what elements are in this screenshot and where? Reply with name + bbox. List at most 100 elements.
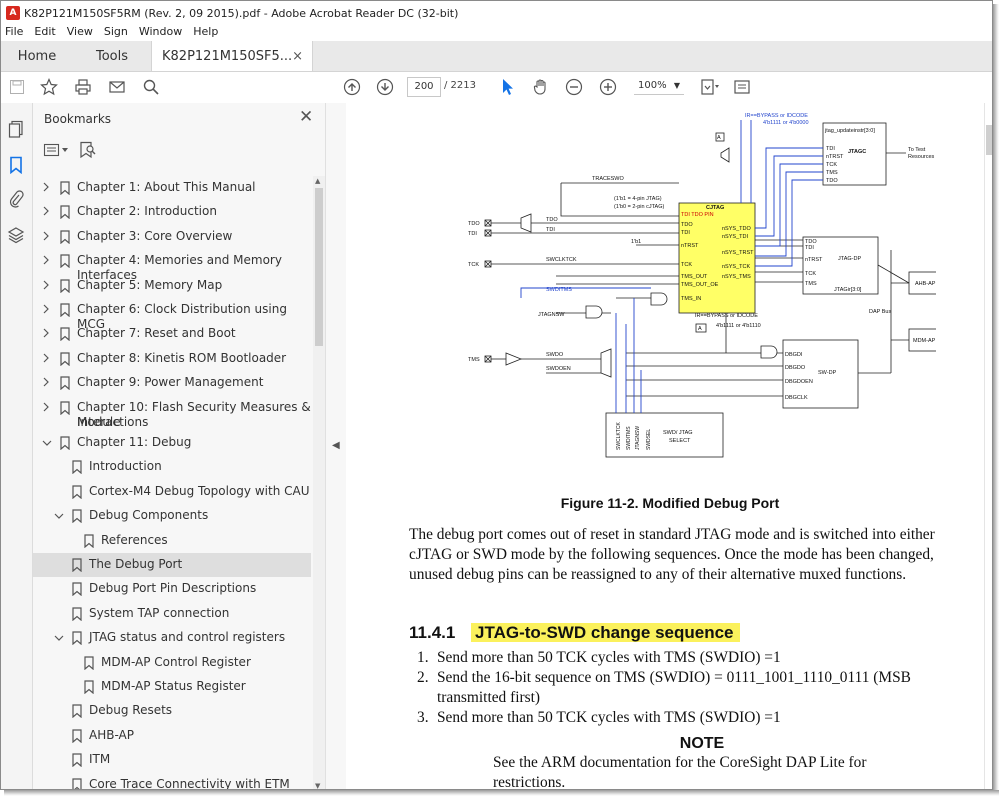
chevron-right-icon[interactable] [42,206,52,216]
bookmark-item[interactable]: Chapter 10: Flash Security Measures & Mo… [33,396,311,431]
collapse-panel-icon[interactable]: ◀ [332,440,340,451]
zoom-out-icon[interactable] [563,76,585,98]
bookmark-item[interactable]: System TAP connection [33,602,311,626]
attachments-icon[interactable] [6,189,26,209]
document-scrollbar[interactable] [984,103,992,789]
bookmark-item[interactable]: Chapter 2: Introduction [33,200,311,224]
hand-tool-icon[interactable] [530,76,552,98]
bookmark-label: Chapter 9: Power Management [77,375,264,390]
close-panel-icon[interactable]: ✕ [299,107,314,127]
bookmark-item[interactable]: Chapter 6: Clock Distribution using MCG [33,298,311,331]
bookmark-item[interactable]: Chapter 5: Memory Map [33,274,311,298]
bookmark-item[interactable]: Debug Components [33,504,311,528]
find-bookmark-icon[interactable] [79,141,97,163]
menu-sign[interactable]: Sign [103,25,128,38]
bookmark-icon [72,485,82,500]
figure-caption: Figure 11-2. Modified Debug Port [560,495,780,511]
print-icon[interactable] [72,76,94,98]
chevron-down-icon[interactable] [42,437,52,447]
layers-icon[interactable] [6,225,26,245]
chevron-right-icon[interactable] [42,353,52,363]
select-cursor-icon[interactable] [496,76,518,98]
bookmark-item[interactable]: Chapter 1: About This Manual [33,176,311,200]
bookmark-label: MDM-AP Status Register [101,679,246,693]
bookmark-item[interactable]: References [33,529,311,553]
bookmark-item[interactable]: Debug Port Pin Descriptions [33,577,311,601]
page-number-input[interactable]: 200 [407,77,441,97]
menu-edit[interactable]: Edit [34,25,56,38]
chevron-down-icon[interactable] [54,632,64,642]
zoom-level-select[interactable]: 100% ▼ [634,77,684,95]
bookmark-item[interactable]: Chapter 9: Power Management [33,371,311,395]
cjtag-title: CJTAG [706,205,724,211]
zoom-in-icon[interactable] [597,76,619,98]
document-view: TRACESWO TDO TDI TCK TMS TDO TDI SWCLKTC… [346,103,992,789]
bookmark-icon [60,205,70,220]
bookmark-item[interactable]: MDM-AP Control Register [33,651,311,675]
bookmark-item[interactable]: Chapter 8: Kinetis ROM Bootloader [33,347,311,371]
chevron-right-icon[interactable] [42,304,52,314]
cjtag-tdo-port: TDO [681,222,693,228]
chevron-right-icon[interactable] [42,328,52,338]
bookmark-item[interactable]: Chapter 11: Debug [33,431,311,455]
bookmark-item[interactable]: Debug Resets [33,699,311,723]
bookmark-item[interactable]: Core Trace Connectivity with ETM [33,773,311,789]
bookmark-item[interactable]: Cortex-M4 Debug Topology with CAU [33,480,311,504]
bookmark-item[interactable]: Chapter 3: Core Overview [33,225,311,249]
next-page-icon[interactable] [374,76,396,98]
close-tab-icon[interactable]: × [292,48,304,64]
bookmark-item[interactable]: Chapter 4: Memories and Memory Interface… [33,249,311,282]
bookmark-item[interactable]: JTAG status and control registers [33,626,311,650]
bookmarks-panel-icon[interactable] [6,155,26,175]
bookmark-icon [72,729,82,744]
dbgdoen-port: DBGDOEN [785,379,813,385]
bookmark-item[interactable]: ITM [33,748,311,772]
jtagc-tdi-port: TDI [826,146,835,152]
email-icon[interactable] [106,76,128,98]
mux-a-mid-label: A [698,326,702,332]
read-mode-icon[interactable] [731,76,753,98]
chevron-right-icon[interactable] [42,255,52,265]
bookmark-star-icon[interactable] [38,76,60,98]
document-scrollbar-thumb[interactable] [986,125,992,155]
bookmark-item[interactable]: MDM-AP Status Register [33,675,311,699]
bookmark-label: System TAP connection [89,605,230,620]
scrollbar-thumb[interactable] [315,188,323,346]
cjtag-pin-label: TDI TDO PIN [681,212,714,218]
bookmark-options-button[interactable] [43,142,69,162]
save-icon[interactable] [6,76,28,98]
scroll-up-icon[interactable]: ▲ [315,177,321,185]
previous-page-icon[interactable] [341,76,363,98]
chevron-right-icon[interactable] [42,231,52,241]
bookmarks-scrollbar[interactable]: ▲ ▼ [313,176,325,790]
bookmark-item[interactable]: Chapter 7: Reset and Boot [33,322,311,346]
page-thumbnails-icon[interactable] [6,119,26,139]
menu-file[interactable]: File [5,25,24,38]
scroll-down-icon[interactable]: ▼ [315,782,321,790]
chevron-right-icon[interactable] [42,182,52,192]
tab-document[interactable]: K82P121M150SF5... × [151,41,313,71]
menu-help[interactable]: Help [193,25,219,38]
mux-a-top-label: A [717,135,721,141]
chevron-right-icon[interactable] [42,402,52,412]
search-icon[interactable] [140,76,162,98]
menu-view[interactable]: View [66,25,93,38]
fit-page-icon[interactable] [699,76,721,98]
menu-window[interactable]: Window [138,25,183,38]
cjtag-ntrst-port: nTRST [681,243,699,249]
chevron-right-icon[interactable] [42,377,52,387]
jtagc-tck-port: TCK [826,162,837,168]
panel-splitter[interactable]: ◀ [325,103,347,789]
ir-top-value: 4'b1111 or 4'b0000 [763,120,809,126]
bookmark-item[interactable]: AHB-AP [33,724,311,748]
jtagc-tms-port: TMS [826,170,838,176]
tab-tools[interactable]: Tools [73,41,151,71]
chevron-down-icon[interactable] [54,510,64,520]
bookmark-item[interactable]: Introduction [33,455,311,479]
tab-home[interactable]: Home [1,41,73,71]
toolbar: 200 / 2213 100% ▼ [1,72,992,104]
chevron-down-icon: ▼ [673,81,680,90]
bookmark-label: Debug Components [89,508,209,523]
bookmark-item[interactable]: The Debug Port [33,553,311,577]
chevron-right-icon[interactable] [42,280,52,290]
